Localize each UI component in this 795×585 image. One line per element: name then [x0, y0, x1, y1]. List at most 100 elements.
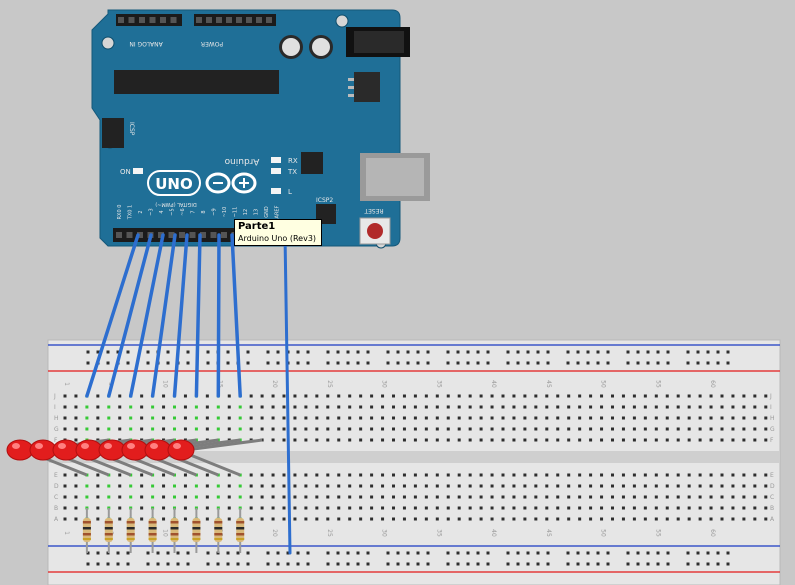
breadboard-hole[interactable] — [392, 427, 395, 431]
breadboard-hole[interactable] — [337, 506, 341, 510]
jumper-wire[interactable] — [194, 233, 202, 398]
breadboard-hole[interactable] — [654, 416, 658, 420]
breadboard-hole[interactable] — [96, 394, 100, 398]
breadboard-hole[interactable] — [271, 506, 275, 510]
rail-hole[interactable] — [116, 562, 120, 566]
breadboard-hole[interactable] — [621, 484, 625, 488]
breadboard-hole[interactable] — [315, 517, 319, 521]
rail-hole[interactable] — [426, 562, 430, 566]
breadboard-hole[interactable] — [621, 517, 625, 521]
rail-hole[interactable] — [246, 562, 250, 566]
breadboard-hole[interactable] — [600, 517, 604, 521]
rail-hole[interactable] — [346, 551, 350, 555]
breadboard-hole[interactable] — [348, 416, 352, 420]
breadboard-hole[interactable] — [96, 427, 100, 431]
rail-hole[interactable] — [126, 551, 130, 555]
breadboard-hole[interactable] — [632, 394, 636, 398]
breadboard-hole[interactable] — [468, 473, 472, 477]
breadboard-hole[interactable] — [490, 473, 494, 477]
rail-hole[interactable] — [386, 551, 390, 555]
breadboard-hole[interactable] — [556, 394, 560, 398]
rail-hole[interactable] — [146, 562, 150, 566]
breadboard-hole[interactable] — [96, 416, 100, 420]
breadboard-hole[interactable] — [764, 484, 768, 488]
breadboard-hole[interactable] — [665, 506, 669, 510]
breadboard-hole[interactable] — [512, 405, 516, 409]
rail-hole[interactable] — [666, 361, 670, 365]
breadboard-hole[interactable] — [74, 405, 78, 409]
breadboard-hole[interactable] — [556, 416, 560, 420]
rail-hole[interactable] — [216, 562, 220, 566]
breadboard-hole[interactable] — [435, 405, 439, 409]
breadboard-hole[interactable] — [490, 495, 494, 499]
breadboard-hole[interactable] — [742, 484, 746, 488]
breadboard-hole[interactable] — [304, 394, 308, 398]
breadboard-hole[interactable] — [446, 517, 450, 521]
breadboard-hole[interactable] — [118, 427, 122, 431]
breadboard-hole[interactable] — [326, 473, 330, 477]
breadboard-hole[interactable] — [392, 394, 395, 398]
breadboard-hole[interactable] — [216, 427, 220, 431]
breadboard-hole[interactable] — [643, 495, 647, 499]
breadboard-hole[interactable] — [665, 484, 669, 488]
breadboard-hole[interactable] — [742, 517, 746, 521]
breadboard-hole[interactable] — [96, 473, 100, 477]
breadboard-hole[interactable] — [413, 394, 417, 398]
breadboard-hole[interactable] — [74, 394, 78, 398]
breadboard-hole[interactable] — [731, 484, 735, 488]
breadboard-hole[interactable] — [183, 473, 187, 477]
jumper-wire[interactable] — [230, 233, 242, 398]
rail-hole[interactable] — [626, 361, 630, 365]
rail-hole[interactable] — [186, 551, 190, 555]
breadboard-hole[interactable] — [348, 495, 352, 499]
rail-hole[interactable] — [226, 361, 230, 365]
rail-hole[interactable] — [276, 350, 280, 354]
rail-hole[interactable] — [516, 361, 520, 365]
breadboard-hole[interactable] — [545, 394, 549, 398]
rail-hole[interactable] — [86, 562, 90, 566]
rail-hole[interactable] — [586, 562, 590, 566]
breadboard-hole[interactable] — [468, 495, 472, 499]
breadboard-hole[interactable] — [348, 427, 352, 431]
rail-hole[interactable] — [96, 551, 100, 555]
rail-hole[interactable] — [166, 361, 170, 365]
breadboard-hole[interactable] — [490, 517, 494, 521]
rail-hole[interactable] — [546, 551, 550, 555]
breadboard-hole[interactable] — [742, 416, 746, 420]
rail-hole[interactable] — [546, 350, 550, 354]
breadboard-hole[interactable] — [753, 495, 757, 499]
rail-hole[interactable] — [366, 551, 370, 555]
breadboard-hole[interactable] — [392, 416, 395, 420]
breadboard-hole[interactable] — [731, 394, 735, 398]
breadboard-hole[interactable] — [632, 438, 636, 442]
breadboard-hole[interactable] — [501, 427, 505, 431]
breadboard-hole[interactable] — [611, 405, 614, 409]
rail-hole[interactable] — [466, 562, 470, 566]
breadboard-hole[interactable] — [742, 438, 746, 442]
breadboard-hole[interactable] — [413, 473, 417, 477]
rail-hole[interactable] — [456, 551, 460, 555]
breadboard-hole[interactable] — [468, 517, 472, 521]
breadboard-hole[interactable] — [260, 517, 264, 521]
breadboard-hole[interactable] — [151, 484, 155, 488]
breadboard-hole[interactable] — [140, 495, 144, 499]
rail-hole[interactable] — [666, 562, 670, 566]
breadboard-hole[interactable] — [381, 405, 385, 409]
rail-hole[interactable] — [296, 350, 300, 354]
breadboard-hole[interactable] — [687, 495, 691, 499]
rail-hole[interactable] — [286, 551, 290, 555]
breadboard-hole[interactable] — [392, 473, 395, 477]
rail-hole[interactable] — [526, 551, 530, 555]
breadboard-hole[interactable] — [227, 484, 231, 488]
rail-hole[interactable] — [276, 361, 280, 365]
red-led[interactable] — [98, 439, 126, 461]
rail-hole[interactable] — [586, 551, 590, 555]
rail-hole[interactable] — [646, 562, 650, 566]
header-pin-hole[interactable] — [221, 232, 227, 238]
breadboard-hole[interactable] — [359, 506, 363, 510]
breadboard-hole[interactable] — [720, 438, 724, 442]
breadboard-hole[interactable] — [589, 416, 593, 420]
breadboard-hole[interactable] — [501, 506, 505, 510]
breadboard-hole[interactable] — [183, 394, 187, 398]
breadboard-hole[interactable] — [742, 473, 746, 477]
